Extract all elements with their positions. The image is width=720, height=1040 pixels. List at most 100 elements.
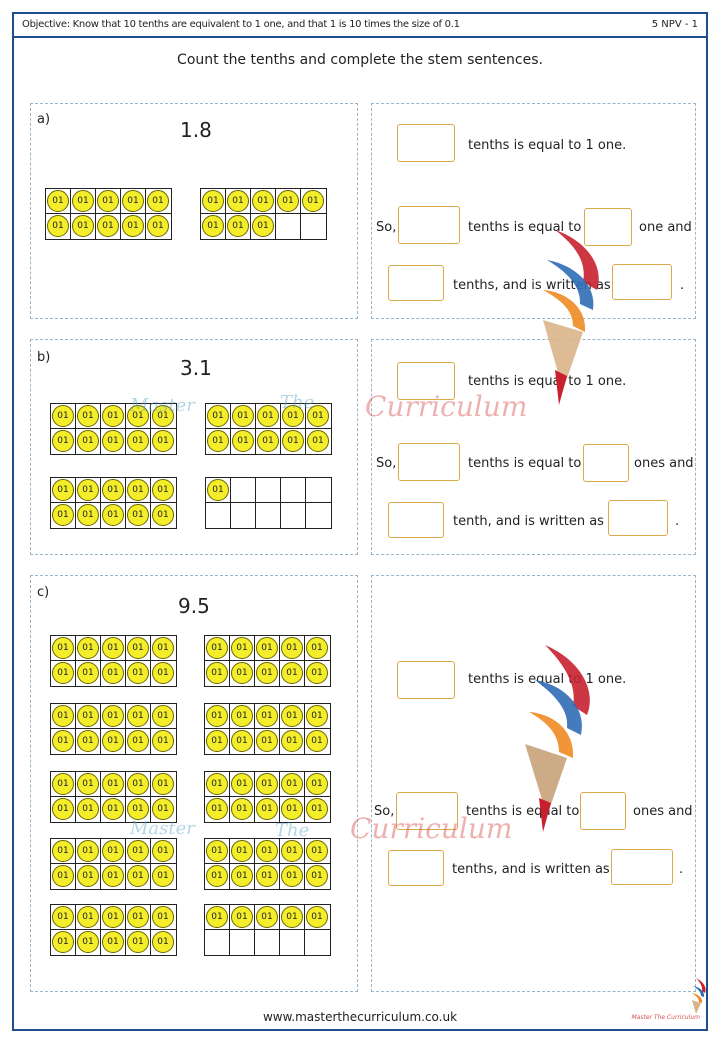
part-a-panel [30, 103, 358, 319]
tenth-counter: 01 [256, 865, 278, 887]
tenth-counter: 01 [127, 840, 149, 862]
ten-frame-cell: 01 [230, 797, 255, 822]
ten-frame-cell: 01 [76, 404, 101, 429]
ten-frame-cell: 01 [151, 905, 176, 930]
tenth-counter: 01 [302, 190, 324, 212]
ten-frame-cell [306, 478, 331, 503]
tenth-counter: 01 [147, 215, 169, 237]
tenth-counter: 01 [127, 430, 149, 452]
footer-url[interactable]: www.masterthecurriculum.co.uk [262, 1010, 458, 1024]
ten-frame-cell [280, 930, 305, 955]
answer-box[interactable] [612, 264, 672, 300]
ten-frame-cell: 01 [251, 189, 276, 214]
ten-frame-cell: 01 [76, 729, 101, 754]
answer-box[interactable] [584, 208, 632, 246]
tenth-counter: 01 [77, 405, 99, 427]
tenth-counter: 01 [281, 662, 303, 684]
ten-frame-cell: 01 [101, 905, 126, 930]
tenth-counter: 01 [282, 430, 304, 452]
tenth-counter: 01 [281, 865, 303, 887]
ten-frame-cell: 01 [101, 636, 126, 661]
answer-box[interactable] [396, 792, 458, 830]
ten-frame-cell: 01 [101, 429, 126, 454]
ten-frame-cell: 01 [51, 478, 76, 503]
part-b-panel [30, 339, 358, 555]
ten-frame-cell: 01 [101, 704, 126, 729]
answer-box[interactable] [580, 792, 626, 830]
answer-box[interactable] [397, 362, 455, 400]
ten-frame-cell: 01 [76, 661, 101, 686]
tenth-counter: 01 [306, 773, 328, 795]
tenth-counter: 01 [281, 705, 303, 727]
ten-frame-cell: 01 [101, 503, 126, 528]
tenth-counter: 01 [227, 190, 249, 212]
stem-text: tenths is equal to 1 one. [468, 138, 627, 153]
ten-frame-cell [230, 930, 255, 955]
ten-frame-cell: 01 [206, 429, 231, 454]
ten-frame-cell: 01 [306, 429, 331, 454]
ten-frame-cell: 01 [305, 839, 330, 864]
tenth-counter: 01 [231, 730, 253, 752]
answer-box[interactable] [398, 206, 460, 244]
tenth-counter: 01 [127, 730, 149, 752]
ten-frame-cell: 01 [126, 797, 151, 822]
part-c-panel [30, 575, 358, 992]
ten-frame-cell: 01 [255, 661, 280, 686]
part-c-label: c) [37, 585, 50, 600]
stem-text: So, [374, 804, 395, 819]
stem-text: So, [376, 220, 397, 235]
ten-frame-cell: 01 [51, 429, 76, 454]
ten-frame-cell: 01 [230, 661, 255, 686]
ten-frame-cell: 01 [76, 864, 101, 889]
ten-frame-cell: 01 [280, 839, 305, 864]
tenth-counter: 01 [102, 840, 124, 862]
ten-frame-cell: 01 [126, 772, 151, 797]
answer-box[interactable] [583, 444, 629, 482]
ten-frame-cell: 01 [226, 189, 251, 214]
answer-box[interactable] [611, 849, 673, 885]
part-a-label: a) [37, 112, 51, 127]
ten-frame-cell: 01 [126, 478, 151, 503]
tenth-counter: 01 [307, 405, 329, 427]
ten-frame-cell: 01 [255, 636, 280, 661]
ten-frame-cell: 01 [206, 478, 231, 503]
ten-frame-cell: 01 [71, 214, 96, 239]
stem-text: one and [639, 220, 692, 235]
ten-frame-cell: 01 [151, 772, 176, 797]
tenth-counter: 01 [127, 637, 149, 659]
answer-box[interactable] [388, 850, 444, 886]
tenth-counter: 01 [77, 931, 99, 953]
tenth-counter: 01 [127, 773, 149, 795]
answer-box[interactable] [398, 443, 460, 481]
tenth-counter: 01 [206, 840, 228, 862]
ten-frame-cell: 01 [231, 429, 256, 454]
ten-frame-cell: 01 [205, 772, 230, 797]
ten-frame-cell: 01 [126, 729, 151, 754]
answer-box[interactable] [397, 661, 455, 699]
tenth-counter: 01 [206, 906, 228, 928]
answer-box[interactable] [608, 500, 668, 536]
ten-frame-cell: 01 [280, 729, 305, 754]
answer-box[interactable] [388, 265, 444, 301]
ten-frame-cell: 01 [101, 404, 126, 429]
ten-frame-cell: 01 [151, 930, 176, 955]
tenth-counter: 01 [277, 190, 299, 212]
tenth-counter: 01 [52, 504, 74, 526]
answer-box[interactable] [397, 124, 455, 162]
ten-frame-cell: 01 [71, 189, 96, 214]
ten-frame-cell: 01 [230, 905, 255, 930]
ten-frame-cell: 01 [101, 729, 126, 754]
answer-box[interactable] [388, 502, 444, 538]
tenth-counter: 01 [256, 840, 278, 862]
tenth-counter: 01 [102, 430, 124, 452]
ten-frame-cell: 01 [151, 478, 176, 503]
ten-frame-cell: 01 [126, 429, 151, 454]
ten-frame-cell: 01 [205, 839, 230, 864]
tenth-counter: 01 [206, 705, 228, 727]
objective-bar: Objective: Know that 10 tenths are equiv… [14, 14, 706, 38]
tenth-counter: 01 [77, 637, 99, 659]
tenth-counter: 01 [52, 865, 74, 887]
tenth-counter: 01 [77, 504, 99, 526]
